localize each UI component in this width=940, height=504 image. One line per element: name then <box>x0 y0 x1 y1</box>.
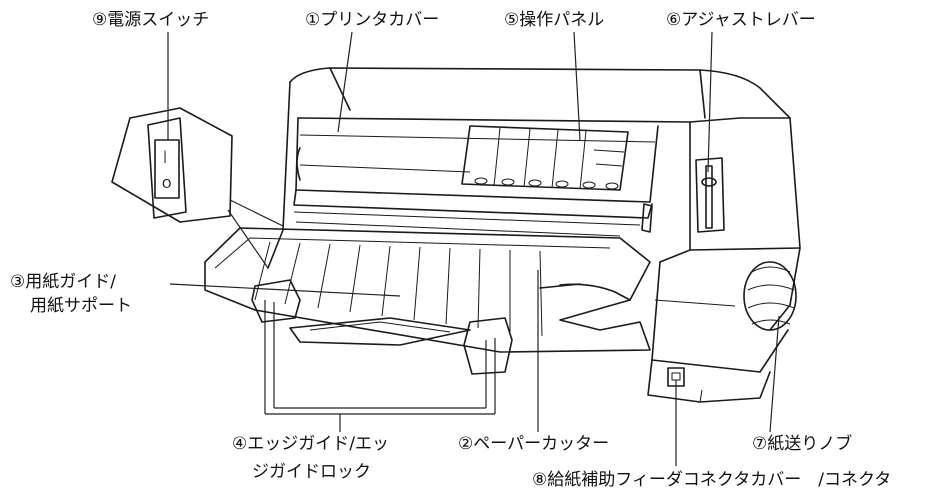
printer-body <box>267 67 801 403</box>
leader-lines <box>167 31 780 466</box>
label-adjust-lever: ⑥アジャストレバー <box>666 10 816 30</box>
paper-feed-knob-drawing <box>743 261 797 331</box>
power-switch-closeup: | O <box>111 107 284 269</box>
label-feeder-connector: ⑧給紙補助フィーダコネクタカバー /コネクタ <box>532 470 892 490</box>
switch-off-mark: O <box>162 177 171 191</box>
control-panel-drawing <box>461 125 629 191</box>
label-printer-cover: ①プリンタカバー <box>305 10 440 30</box>
label-power-switch: ⑨電源スイッチ <box>92 10 210 30</box>
label-paper-cutter: ②ペーパーカッター <box>458 434 610 454</box>
paper-tray-drawing <box>204 227 651 375</box>
label-paper-feed-knob: ⑦紙送りノブ <box>752 434 853 454</box>
switch-on-mark: | <box>163 149 167 163</box>
label-control-panel: ⑤操作パネル <box>504 10 605 30</box>
label-edge-guide-line1: ④エッジガイド/エッ <box>232 434 389 454</box>
label-edge-guide-line2: ジガイドロック <box>252 462 371 482</box>
label-paper-guide-line2: 用紙サポート <box>30 296 132 316</box>
label-paper-guide-line1: ③用紙ガイド/ <box>10 272 116 292</box>
